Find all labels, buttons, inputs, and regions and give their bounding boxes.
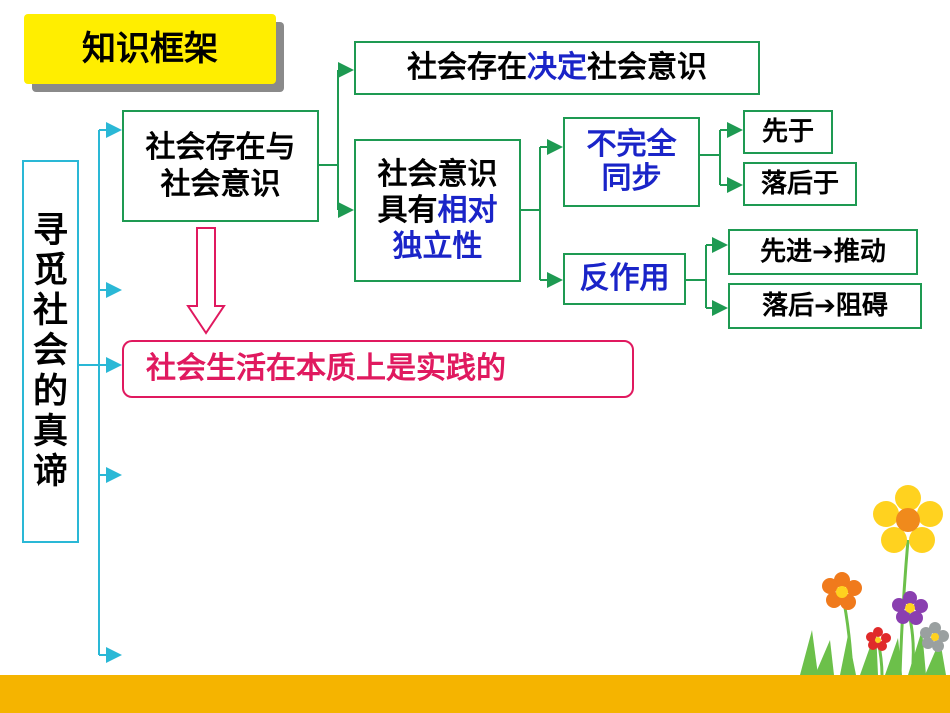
node-text: 先进➔推动: [760, 236, 886, 267]
flower-decoration: [800, 485, 949, 676]
title-badge: 知识框架: [24, 14, 276, 84]
node-incomplete-sync: 不完全 同步: [563, 117, 700, 207]
root-char: 真: [32, 411, 68, 452]
red-flower-icon: [866, 627, 891, 651]
root-char: 寻: [32, 210, 68, 251]
node-line: 同步: [601, 161, 662, 196]
node-text: 社会意识: [587, 50, 707, 86]
down-arrow-icon: [186, 227, 226, 335]
root-node: 寻 觅 社 会 的 真 谛: [22, 160, 79, 543]
node-text: 反作用: [579, 261, 670, 297]
node-backward-hinders: 落后➔阻碍: [728, 283, 922, 329]
node-behind: 落后于: [743, 162, 857, 206]
node-line: 不完全: [586, 126, 677, 162]
yellow-flower-icon: [873, 485, 943, 553]
node-text: 落后于: [760, 168, 839, 199]
title-text: 知识框架: [82, 28, 218, 69]
node-text: 落后➔阻碍: [762, 290, 888, 321]
node-line: 独立性: [392, 228, 483, 264]
green-branch-lines: [319, 62, 743, 316]
node-line: 社会存在与: [145, 129, 296, 165]
node-highlight: 相对: [437, 192, 498, 228]
root-char: 社: [32, 291, 68, 332]
node-text: 先于: [761, 116, 814, 147]
root-char: 觅: [32, 250, 68, 291]
orange-flower-icon: [822, 572, 862, 610]
grey-flower-icon: [920, 622, 949, 652]
node-reaction: 反作用: [563, 253, 686, 305]
purple-flower-icon: [892, 591, 928, 625]
node-line: 社会意识: [377, 156, 498, 192]
root-char: 的: [32, 371, 68, 412]
node-existence-decides-consciousness: 社会存在决定社会意识: [354, 41, 760, 95]
node-advanced-promotes: 先进➔推动: [728, 229, 918, 275]
node-text: 社会生活在本质上是实践的: [146, 351, 506, 387]
node-social-existence-consciousness: 社会存在与 社会意识: [122, 110, 319, 222]
node-relative-independence: 社会意识 具有相对 独立性: [354, 139, 521, 282]
node-highlight: 决定: [527, 50, 587, 86]
node-line: 社会意识: [160, 167, 281, 202]
node-text: 具有: [377, 192, 438, 228]
node-ahead-of: 先于: [743, 110, 833, 154]
node-social-life-practice: 社会生活在本质上是实践的: [122, 340, 634, 398]
root-char: 谛: [32, 452, 68, 493]
root-branch-lines: [79, 122, 122, 663]
root-char: 会: [32, 331, 68, 372]
bottom-band: [0, 675, 950, 713]
node-text: 社会存在: [407, 50, 527, 86]
